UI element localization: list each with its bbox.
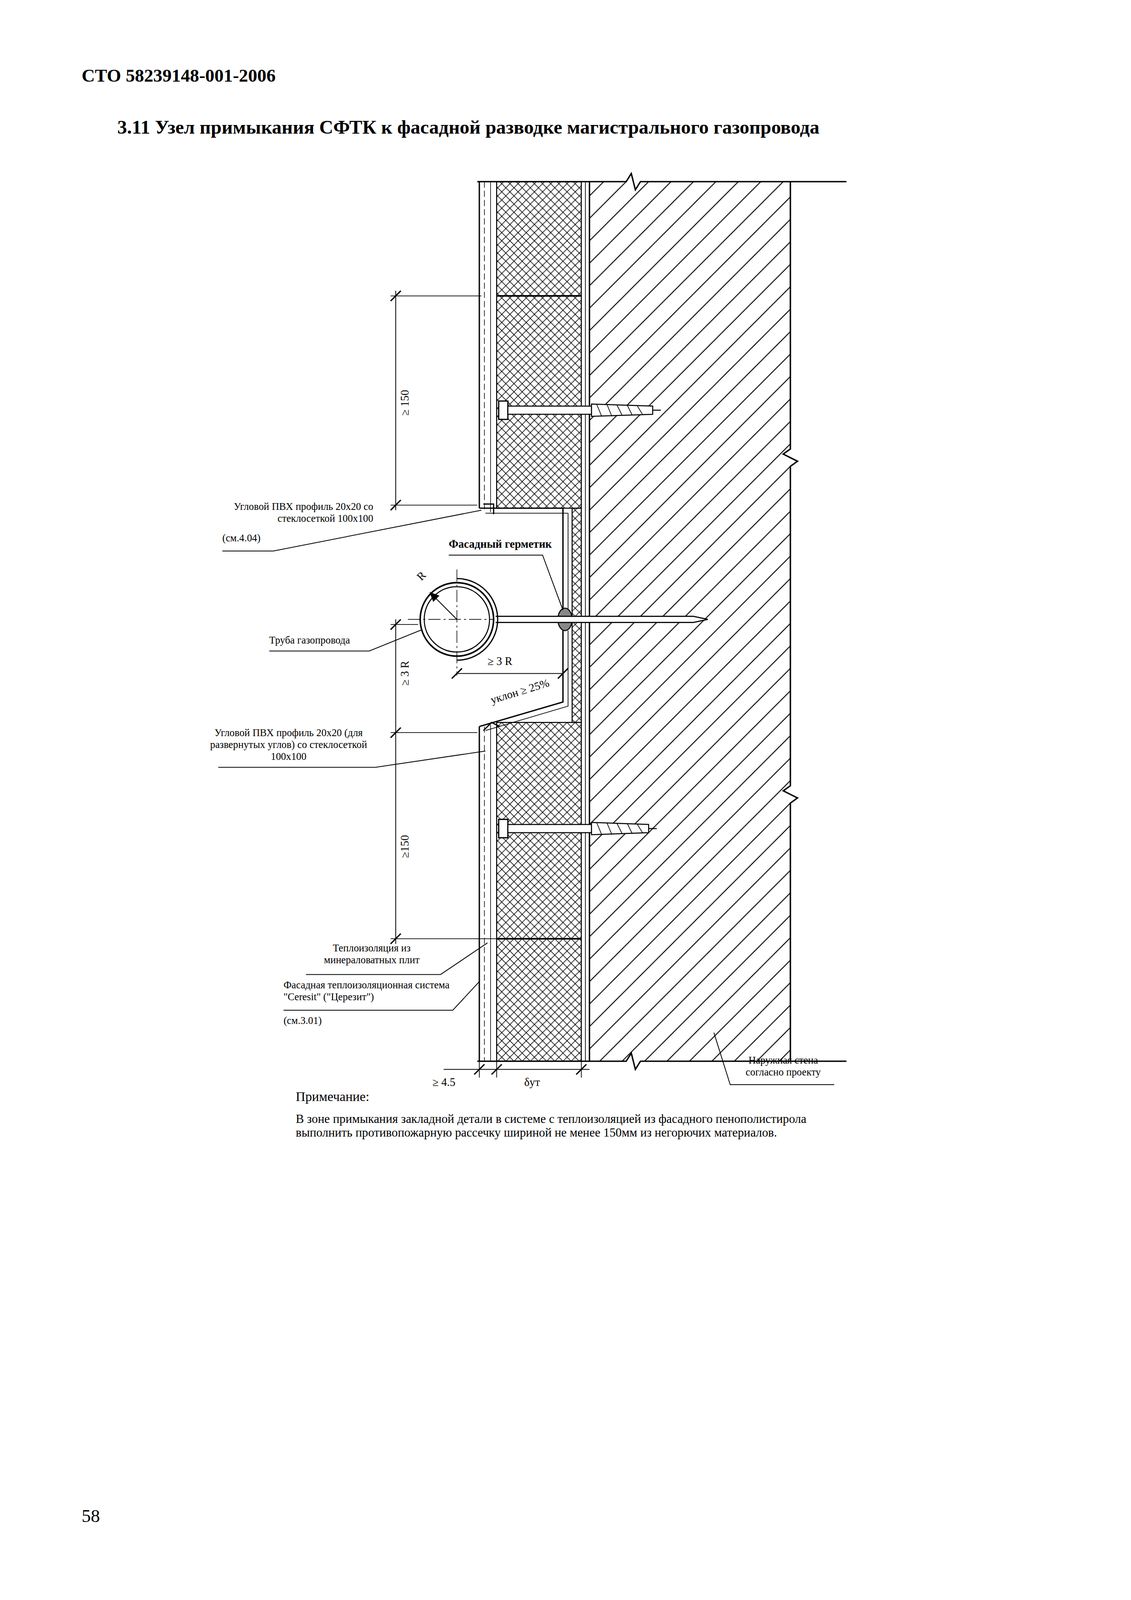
drawing-line bbox=[483, 503, 494, 514]
dimension-text: ≥ 4.5 bbox=[432, 1075, 456, 1089]
drawing-line bbox=[456, 673, 564, 675]
drawing-line bbox=[490, 181, 491, 513]
drawing-line bbox=[218, 751, 486, 768]
drawing-line bbox=[430, 592, 439, 602]
part-label: Фасадная теплоизоляционная система "Cere… bbox=[283, 979, 456, 1003]
drawing-line bbox=[430, 592, 457, 620]
drawing-line bbox=[390, 732, 478, 734]
drawing-line bbox=[498, 819, 658, 838]
drawing-line bbox=[269, 629, 422, 651]
drawing-line bbox=[498, 400, 509, 420]
part-label: Угловой ПВХ профиль 20х20 со стеклосетко… bbox=[204, 500, 374, 524]
drawing-line bbox=[498, 819, 509, 838]
dimension-text: ≥150 bbox=[398, 833, 412, 860]
part-label: Теплоизоляция из минераловатных плит bbox=[302, 942, 441, 966]
part-label: Труба газопровода bbox=[269, 634, 350, 647]
drawing-line bbox=[495, 616, 708, 623]
drawing-line bbox=[572, 508, 582, 723]
drawing-line bbox=[485, 630, 568, 731]
part-label: Фасадный герметик bbox=[448, 537, 552, 551]
drawing-line bbox=[451, 668, 569, 679]
drawing-line bbox=[508, 405, 592, 415]
reference-text: (см.4.04) bbox=[222, 532, 261, 545]
drawing-line bbox=[474, 1063, 587, 1074]
dimension-text: ≥ 3 R bbox=[398, 658, 412, 688]
drawing-line bbox=[456, 569, 457, 676]
drawing-line bbox=[484, 726, 485, 1062]
drawing-line bbox=[395, 619, 397, 728]
part-label: Наружная стена согласно проекту bbox=[730, 1054, 837, 1078]
dimension-text: δут bbox=[523, 1075, 540, 1089]
drawing-line bbox=[783, 181, 798, 1062]
drawing-line bbox=[490, 724, 491, 1061]
part-label: Угловой ПВХ профиль 20х20 (для развернут… bbox=[202, 726, 376, 763]
drawing-line bbox=[390, 295, 482, 297]
drawing-line bbox=[591, 404, 653, 417]
drawing-line bbox=[395, 290, 397, 511]
drawing-line bbox=[390, 938, 497, 940]
drawing-line bbox=[648, 828, 657, 830]
drawing-line bbox=[496, 181, 582, 509]
drawing-line bbox=[596, 822, 643, 835]
drawing-line bbox=[652, 409, 661, 411]
drawing-line bbox=[478, 181, 481, 509]
drawing-line bbox=[390, 504, 478, 506]
drawing-line bbox=[496, 937, 582, 940]
slope-label: уклон ≥ 25% bbox=[487, 675, 553, 707]
page-title: 3.11 Узел примыкания СФТК к фасадной раз… bbox=[117, 116, 820, 139]
drawing-line bbox=[496, 295, 582, 297]
radius-label: R bbox=[412, 567, 430, 585]
drawing-line bbox=[591, 822, 649, 835]
drawing-line bbox=[395, 727, 397, 944]
drawing-line bbox=[478, 726, 481, 1062]
drawing-line bbox=[479, 508, 563, 611]
drawing-line bbox=[448, 555, 563, 611]
note-heading: Примечание: bbox=[295, 1089, 370, 1105]
document-code: СТО 58239148-001-2006 bbox=[81, 65, 276, 87]
drawing-line bbox=[443, 1068, 590, 1070]
drawing-line bbox=[484, 181, 485, 513]
drawing-line bbox=[390, 619, 401, 630]
drawing-line bbox=[496, 722, 582, 1062]
dimension-text: ≥ 150 bbox=[398, 388, 412, 418]
drawing-line bbox=[508, 824, 592, 833]
dimension-text: ≥ 3 R bbox=[487, 654, 513, 668]
drawing-line bbox=[596, 404, 643, 417]
drawing-line bbox=[483, 722, 500, 731]
page-number: 58 bbox=[81, 1505, 100, 1527]
drawing-line bbox=[485, 513, 568, 611]
note-text: В зоне примыкания закладной детали в сис… bbox=[295, 1111, 847, 1141]
drawing-line bbox=[479, 630, 563, 727]
drawing-line bbox=[407, 618, 494, 620]
drawing-line bbox=[479, 1061, 582, 1078]
drawing-line bbox=[218, 173, 847, 1085]
drawing-line bbox=[498, 400, 662, 420]
reference-text: (см.3.01) bbox=[283, 1014, 322, 1027]
